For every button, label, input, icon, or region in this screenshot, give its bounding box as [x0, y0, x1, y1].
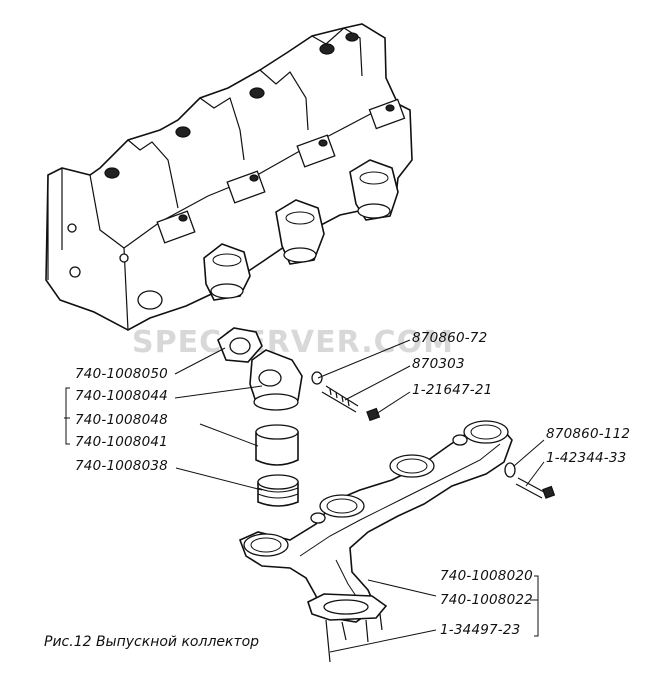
manifold-drawing — [238, 420, 513, 663]
sleeve — [255, 424, 299, 466]
label-740-1008044: 740-1008044 — [75, 388, 168, 404]
label-740-1008038: 740-1008038 — [75, 458, 168, 474]
label-870860-112: 870860-112 — [546, 426, 630, 442]
gasket — [217, 327, 263, 363]
figure-caption: Рис.12 Выпускной коллектор — [44, 634, 259, 650]
label-740-1008048: 740-1008048 — [75, 412, 168, 428]
washer-small — [311, 371, 323, 385]
seal-ring — [257, 474, 299, 507]
nut — [366, 407, 381, 422]
leader-lines — [64, 339, 545, 653]
label-870860-72: 870860-72 — [412, 330, 487, 346]
label-1-34497-23: 1-34497-23 — [440, 622, 520, 638]
head-elbow-3 — [349, 159, 399, 221]
watermark: SPECSERVER.COM — [132, 325, 454, 360]
bolt — [515, 477, 556, 499]
label-740-1008020: 740-1008020 — [440, 568, 533, 584]
label-1-42344-33: 1-42344-33 — [546, 450, 626, 466]
label-740-1008041: 740-1008041 — [75, 434, 168, 450]
exhaust-elbow — [249, 349, 303, 411]
label-870303: 870303 — [412, 356, 465, 372]
cylinder-head-drawing — [45, 23, 413, 331]
stud — [321, 385, 359, 413]
label-740-1008022: 740-1008022 — [440, 592, 533, 608]
head-elbow-1 — [203, 243, 251, 301]
label-740-1008050: 740-1008050 — [75, 366, 168, 382]
washer-large — [504, 462, 516, 478]
head-elbow-2 — [275, 199, 325, 265]
label-1-21647-21: 1-21647-21 — [412, 382, 492, 398]
